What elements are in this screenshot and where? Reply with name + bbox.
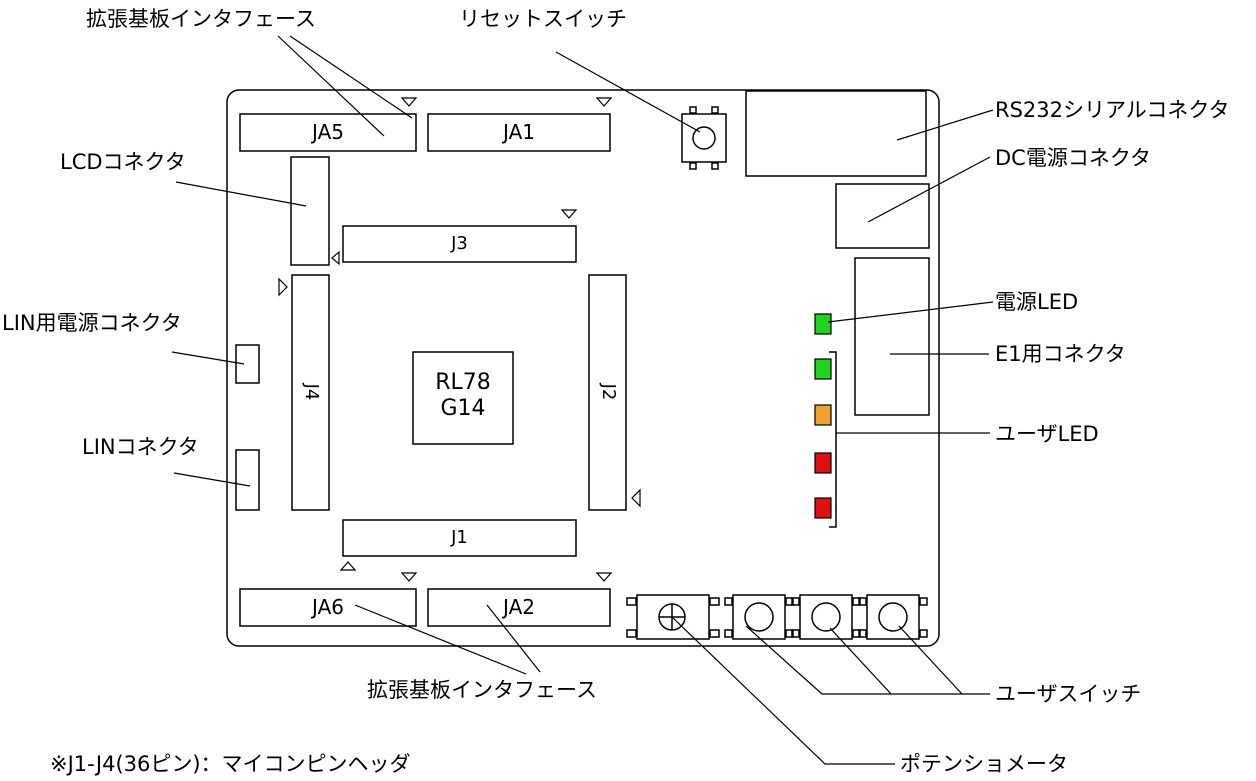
mcu-chip	[412, 351, 514, 445]
footnote: ※J1-J4(36ピン)：マイコンピンヘッダ	[50, 752, 411, 776]
leader-expansion-bottom-ja6	[354, 604, 527, 675]
ja5-connector	[239, 113, 417, 152]
user-switch-3	[858, 594, 928, 640]
ja2-connector	[427, 588, 611, 627]
mcu-line1: RL78	[435, 370, 491, 395]
user-led-1	[814, 358, 832, 380]
leader-potentiometer	[671, 616, 895, 765]
ja1-label: JA1	[503, 120, 535, 144]
j2-connector	[588, 274, 627, 511]
e1-connector	[854, 257, 930, 416]
leader-dc	[867, 156, 991, 223]
lin-power-connector	[235, 344, 260, 384]
j2-label: J2	[598, 383, 619, 401]
leader-user-switch-2	[829, 627, 892, 695]
label-user-led: ユーザLED	[995, 422, 1099, 446]
j1-connector	[342, 519, 577, 557]
label-lin: LINコネクタ	[82, 435, 199, 459]
leader-lin	[173, 472, 251, 487]
j3-connector	[342, 225, 577, 263]
pin1-markers	[278, 97, 641, 582]
reset-switch	[681, 106, 727, 170]
potentiometer	[626, 594, 720, 640]
label-lcd: LCDコネクタ	[60, 150, 186, 174]
mcu-line2: G14	[440, 396, 486, 421]
ja6-connector	[239, 588, 417, 627]
user-switch-1	[724, 594, 794, 640]
user-led-3	[814, 452, 832, 474]
lin-connector	[235, 449, 260, 511]
ja1-connector	[427, 113, 611, 152]
label-lin-power: LIN用電源コネクタ	[2, 311, 182, 335]
leader-expansion-top-ja5	[277, 35, 385, 137]
label-user-switch: ユーザスイッチ	[995, 682, 1142, 706]
j3-label: J3	[451, 233, 468, 254]
leader-user-switch	[745, 625, 990, 695]
ja5-label: JA5	[312, 120, 344, 144]
label-reset-switch: リセットスイッチ	[459, 7, 627, 31]
board-outline	[226, 89, 940, 647]
dc-power-connector	[835, 183, 930, 249]
leader-reset	[555, 51, 701, 133]
j1-label: J1	[451, 527, 468, 548]
user-led-4	[814, 497, 832, 519]
leader-power-led	[827, 301, 994, 323]
label-power-led: 電源LED	[995, 290, 1079, 314]
label-expansion-top: 拡張基板インタフェース	[86, 7, 316, 31]
label-rs232: RS232シリアルコネクタ	[995, 98, 1230, 122]
leader-lin-power	[171, 351, 245, 365]
power-led	[814, 313, 832, 335]
user-led-bracket	[829, 351, 837, 528]
user-switch-2	[791, 594, 861, 640]
label-potentiometer: ポテンショメータ	[900, 752, 1068, 776]
j4-connector	[291, 274, 330, 511]
leader-user-switch-3	[898, 625, 963, 695]
leader-expansion-top-ja1	[289, 35, 413, 119]
rs232-connector	[745, 90, 927, 177]
leader-expansion-bottom-ja2	[486, 604, 541, 673]
ja2-label: JA2	[503, 595, 535, 619]
ja6-label: JA6	[312, 595, 344, 619]
label-dc-power: DC電源コネクタ	[995, 146, 1151, 170]
label-e1: E1用コネクタ	[995, 342, 1126, 366]
user-led-2	[814, 404, 832, 426]
leader-lcd	[175, 181, 307, 207]
j4-label: J4	[301, 383, 322, 401]
lcd-connector	[290, 156, 330, 266]
label-expansion-bottom: 拡張基板インタフェース	[367, 678, 597, 702]
leader-rs232	[896, 109, 994, 141]
